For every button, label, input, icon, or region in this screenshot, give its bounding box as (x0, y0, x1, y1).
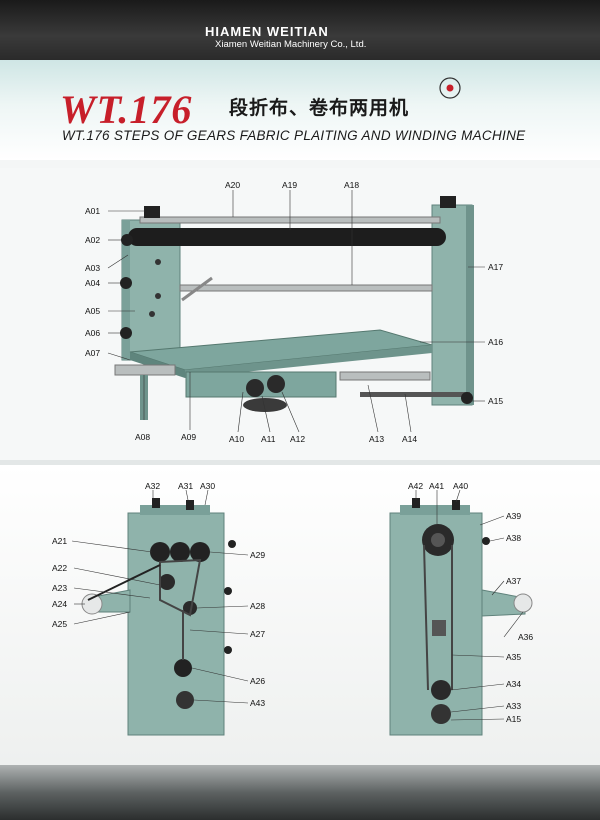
company-logo: HIAMEN WEITIAN (205, 24, 329, 39)
label-a13: A13 (369, 434, 385, 444)
label-a15-detail: A15 (506, 714, 522, 724)
label-a19: A19 (282, 180, 298, 190)
label-a17: A17 (488, 262, 504, 272)
label-a20: A20 (225, 180, 241, 190)
label-a40: A40 (453, 481, 469, 491)
floor-rod (360, 392, 470, 397)
right-arm (481, 589, 526, 617)
label-a31: A31 (178, 481, 194, 491)
gear-a11 (246, 379, 264, 397)
label-a29: A29 (250, 550, 266, 560)
label-a34: A34 (506, 679, 522, 689)
label-a01: A01 (85, 206, 101, 216)
label-a16: A16 (488, 337, 504, 347)
label-a18: A18 (344, 180, 360, 190)
label-a11: A11 (261, 434, 276, 444)
company-name: Xiamen Weitian Machinery Co., Ltd. (215, 39, 367, 50)
label-a30: A30 (200, 481, 216, 491)
label-a28: A28 (250, 601, 266, 611)
label-a12: A12 (290, 434, 306, 444)
label-a37: A37 (506, 576, 522, 586)
label-a41: A41 (429, 481, 445, 491)
gear-a26 (174, 659, 192, 677)
header-bar: HIAMEN WEITIAN Xiamen Weitian Machinery … (0, 0, 600, 60)
label-a24: A24 (52, 599, 68, 609)
label-a43: A43 (250, 698, 266, 708)
gear-a33 (431, 704, 451, 724)
label-a23: A23 (52, 583, 68, 593)
label-a38: A38 (506, 533, 522, 543)
gear-a34 (431, 680, 451, 700)
label-a15-main: A15 (488, 396, 504, 406)
middle-rod (179, 284, 433, 292)
gear-a21 (150, 542, 170, 562)
label-a10: A10 (229, 434, 245, 444)
knob-a06 (120, 327, 132, 339)
rear-slide (339, 371, 431, 381)
label-a33: A33 (506, 701, 522, 711)
model-title: WT.176 (60, 87, 193, 132)
right-frame-edge (466, 205, 474, 405)
label-a32: A32 (145, 481, 161, 491)
target-icon (439, 77, 461, 99)
left-frame-edge (122, 220, 130, 360)
label-a25: A25 (52, 619, 68, 629)
knob-a02 (121, 234, 133, 246)
label-a36: A36 (518, 632, 534, 642)
label-a22: A22 (52, 563, 68, 573)
section-divider (0, 460, 600, 465)
label-a07: A07 (85, 348, 101, 358)
english-title: WT.176 STEPS OF GEARS FABRIC PLAITING AN… (62, 128, 526, 143)
label-a04: A04 (85, 278, 101, 288)
label-a42: A42 (408, 481, 424, 491)
label-a35: A35 (506, 652, 522, 662)
base-slide (114, 364, 176, 376)
knob-a04 (120, 277, 132, 289)
footer-bar (0, 765, 600, 820)
label-a27: A27 (250, 629, 266, 639)
label-a21: A21 (52, 536, 68, 546)
label-a03: A03 (85, 263, 101, 273)
cap-left (144, 206, 160, 218)
label-a09: A09 (181, 432, 197, 442)
cap-right (440, 196, 456, 208)
gear-a12 (267, 375, 285, 393)
label-a08: A08 (135, 432, 151, 442)
label-a06: A06 (85, 328, 101, 338)
title-band (0, 60, 600, 160)
label-a26: A26 (250, 676, 266, 686)
gear-a43 (176, 691, 194, 709)
label-a02: A02 (85, 235, 101, 245)
chinese-title: 段折布、卷布两用机 (229, 97, 410, 119)
label-a14: A14 (402, 434, 418, 444)
label-a39: A39 (506, 511, 522, 521)
black-roller (128, 228, 446, 246)
label-a05: A05 (85, 306, 101, 316)
